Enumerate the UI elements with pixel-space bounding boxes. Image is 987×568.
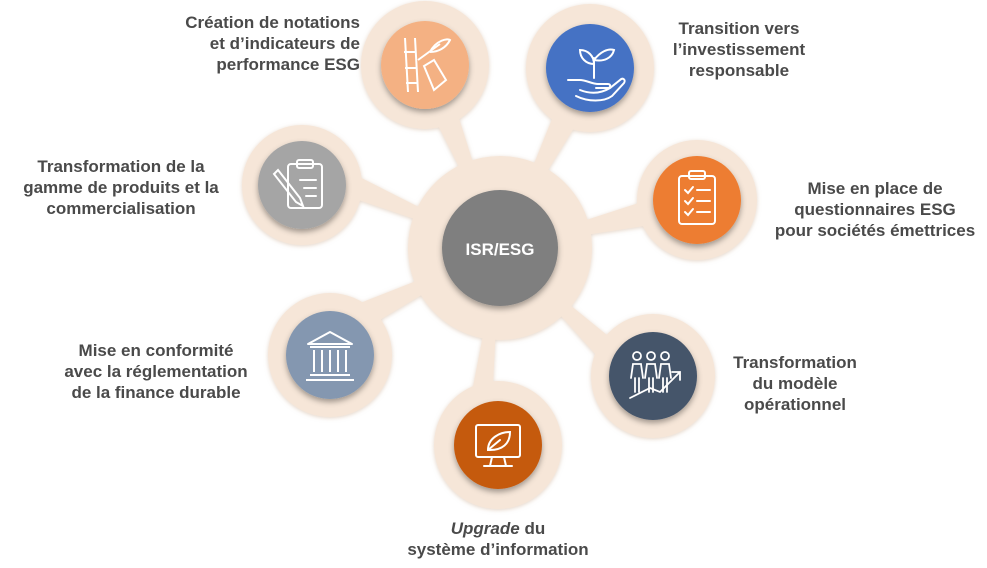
node-investissement — [546, 24, 634, 112]
label-notations-line-3: performance ESG — [216, 55, 360, 74]
node-systeme — [454, 401, 542, 489]
label-investissement-line-3: responsable — [688, 61, 790, 80]
label-gamme-line-3: commercialisation — [46, 199, 196, 218]
label-investissement-line-1: Transition vers — [678, 19, 800, 38]
label-notations-line-2: et d’indicateurs de — [209, 34, 360, 53]
center-node: ISR/ESG — [442, 190, 558, 306]
node-notations — [381, 21, 469, 109]
label-gamme-line-1: Transformation de la — [37, 157, 205, 176]
label-questionnaires-line-1: Mise en place de — [807, 179, 943, 198]
label-investissement-line-2: l’investissement — [672, 40, 806, 59]
node-investissement-circle — [546, 24, 634, 112]
label-conformite: Mise en conformité avec la réglementatio… — [46, 340, 266, 403]
node-conformite — [286, 311, 374, 399]
node-modele — [609, 332, 697, 420]
bank-building-icon — [306, 331, 354, 381]
checklist-clipboard-icon — [678, 170, 716, 225]
node-gamme-circle — [258, 141, 346, 229]
bamboo-icon — [404, 37, 452, 93]
node-systeme-circle — [454, 401, 542, 489]
label-gamme-line-2: gamme de produits et la — [23, 178, 219, 197]
label-gamme: Transformation de la gamme de produits e… — [8, 156, 234, 219]
label-modele-line-1: Transformation — [733, 353, 857, 372]
label-modele-line-2: du modèle — [752, 374, 838, 393]
label-conformite-line-2: avec la réglementation — [64, 362, 248, 381]
label-questionnaires: Mise en place de questionnaires ESG pour… — [766, 178, 984, 241]
label-systeme-line-2: système d’information — [407, 540, 589, 559]
hand-sprout-icon — [567, 48, 626, 102]
label-systeme-italic: Upgrade — [450, 519, 520, 538]
label-investissement: Transition vers l’investissement respons… — [654, 18, 824, 81]
node-questionnaires — [653, 156, 741, 244]
label-systeme-line-1: Upgrade du — [398, 518, 598, 539]
people-growth-icon — [629, 351, 681, 399]
label-modele: Transformation du modèle opérationnel — [720, 352, 870, 415]
label-systeme-line-1-rest: du — [519, 519, 546, 538]
center-label: ISR/ESG — [466, 240, 535, 259]
label-questionnaires-line-2: questionnaires ESG — [794, 200, 956, 219]
center-circle — [442, 190, 558, 306]
label-questionnaires-line-3: pour sociétés émettrices — [774, 221, 976, 240]
clipboard-pencil-icon — [272, 159, 323, 209]
label-conformite-line-1: Mise en conformité — [78, 341, 234, 360]
label-notations: Création de notations et d’indicateurs d… — [160, 12, 360, 75]
label-systeme: Upgrade du système d’information — [398, 518, 598, 560]
node-gamme — [258, 141, 346, 229]
label-conformite-line-3: de la finance durable — [71, 383, 241, 402]
monitor-leaf-icon — [475, 424, 521, 467]
label-notations-line-1: Création de notations — [185, 13, 360, 32]
label-modele-line-3: opérationnel — [743, 395, 846, 414]
node-modele-circle — [609, 332, 697, 420]
